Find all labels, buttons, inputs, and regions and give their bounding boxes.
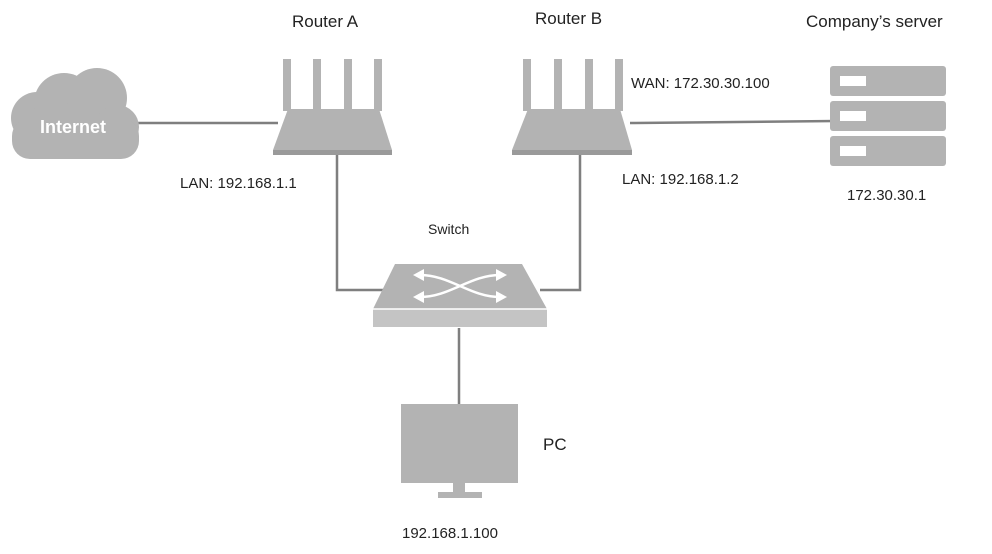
internet-cloud-icon: Internet	[11, 68, 139, 159]
pc-monitor-icon	[401, 404, 518, 498]
switch-icon	[373, 264, 547, 327]
server-icon	[830, 66, 946, 166]
internet-label: Internet	[40, 117, 106, 137]
router-b-icon	[512, 59, 632, 155]
router-b-wan-ip: WAN: 172.30.30.100	[631, 75, 770, 92]
router-a-icon	[273, 59, 392, 155]
switch-arrows-icon	[419, 273, 501, 299]
link-router-b-switch	[540, 153, 582, 292]
router-b-lan-ip: LAN: 192.168.1.2	[622, 171, 739, 188]
server-ip: 172.30.30.1	[847, 187, 927, 204]
router-a-lan-ip: LAN: 192.168.1.1	[180, 175, 297, 192]
link-router-a-switch	[335, 153, 385, 292]
server-title: Company’s server	[806, 12, 943, 31]
router-a-title: Router A	[292, 12, 359, 31]
connections	[137, 119, 837, 405]
switch-title: Switch	[428, 221, 470, 237]
pc-title: PC	[543, 435, 567, 454]
router-b-title: Router B	[535, 9, 603, 28]
pc-ip: 192.168.1.100	[402, 525, 498, 542]
link-router-b-server	[629, 119, 837, 125]
